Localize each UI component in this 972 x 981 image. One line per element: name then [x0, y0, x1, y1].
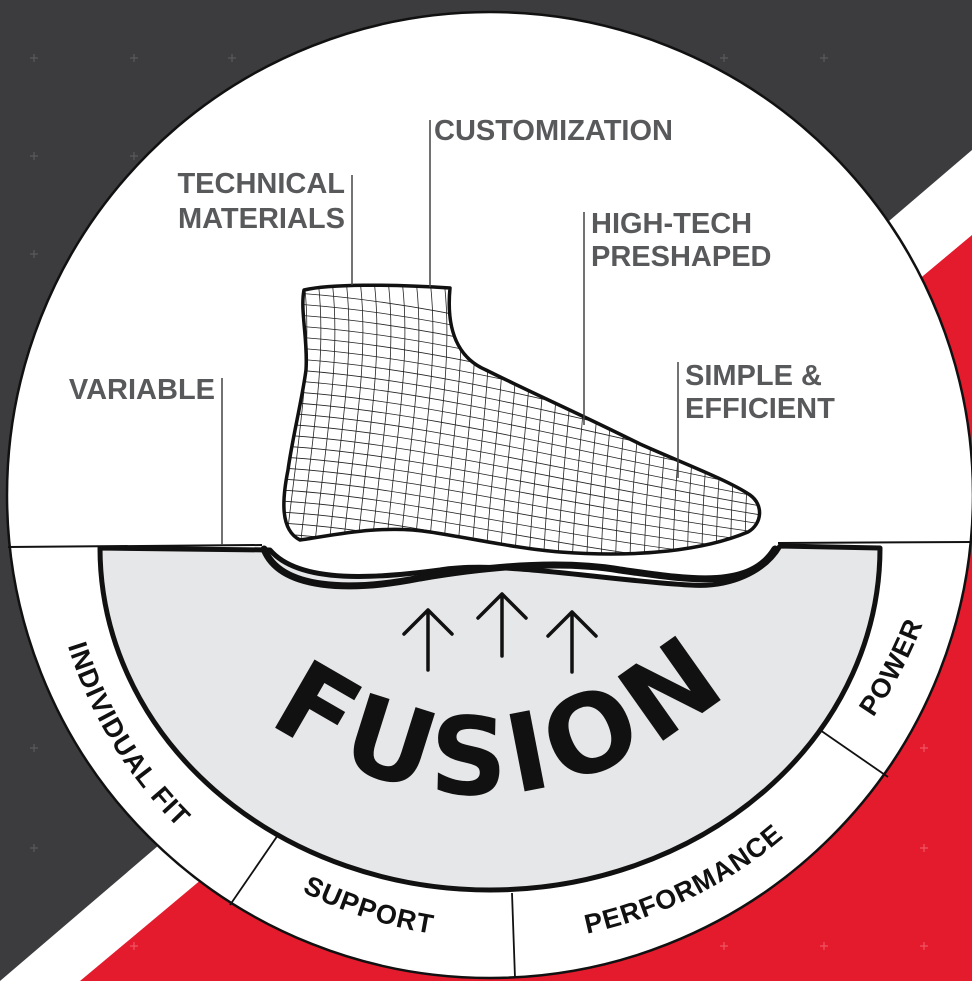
- mesh-line: [283, 423, 760, 508]
- up-arrow-icon: [402, 592, 598, 674]
- callout-customization: CUSTOMIZATION: [434, 115, 673, 147]
- callout-technical-line1: TECHNICAL: [177, 168, 345, 200]
- mesh-line: [283, 401, 760, 491]
- mesh-line: [327, 285, 350, 554]
- mesh-line: [283, 412, 760, 500]
- mesh-line: [356, 285, 378, 554]
- mesh-line: [399, 285, 420, 554]
- mesh-line: [341, 285, 364, 554]
- mesh-line: [413, 285, 434, 554]
- mesh-line: [283, 478, 760, 552]
- mesh-line: [284, 285, 308, 554]
- mesh-line: [298, 285, 322, 554]
- callout-simple-line1: SIMPLE &: [685, 360, 822, 392]
- mesh-line: [283, 445, 760, 526]
- mesh-line: [312, 285, 336, 554]
- plus-pattern-red: [130, 744, 928, 950]
- callout-variable: VARIABLE: [69, 374, 215, 406]
- plus-pattern: [30, 54, 828, 852]
- callout-high-tech-line1: HIGH-TECH: [591, 208, 752, 240]
- mesh-line: [283, 434, 760, 517]
- mesh-line: [283, 456, 760, 535]
- callout-simple-line2: EFFICIENT: [685, 393, 835, 425]
- callout-technical-line2: MATERIALS: [178, 203, 345, 235]
- mesh-line: [428, 285, 448, 554]
- callout-high-tech-line2: PRESHAPED: [591, 241, 772, 273]
- mesh-line: [283, 467, 760, 544]
- mesh-line: [370, 285, 392, 554]
- ring-dividers: [229, 729, 889, 979]
- callout-lines: [221, 120, 679, 545]
- mesh-line: [384, 285, 406, 554]
- sole-curve: [260, 545, 779, 590]
- mesh-line: [283, 500, 760, 554]
